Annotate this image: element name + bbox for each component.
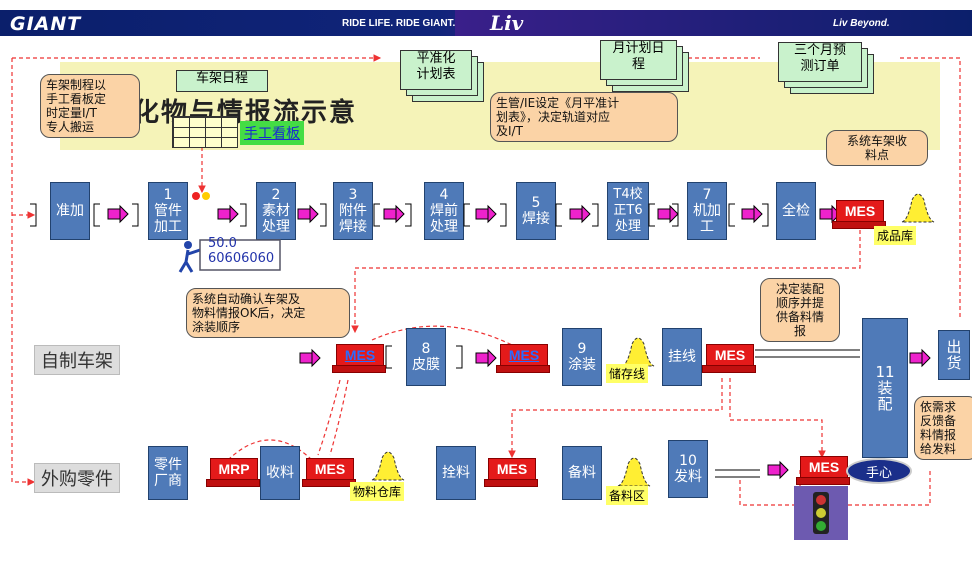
frame-schedule-doc: 车架日程 — [176, 70, 268, 92]
warehouse-label: 物料仓库 — [350, 482, 405, 501]
mes-base — [484, 479, 538, 487]
manual-kanban-link[interactable]: 手工看板 — [240, 121, 304, 145]
kanban-grid-icon — [172, 116, 238, 148]
storage-bell-icon — [621, 337, 655, 367]
process-prep: 备料 — [562, 446, 602, 500]
mes-tag-paint[interactable]: MES — [500, 344, 548, 366]
finished-bell-icon — [901, 193, 935, 223]
mes-base — [702, 365, 756, 373]
mes-tag-assembly: MES — [706, 344, 754, 366]
assembly-note-callout: 决定装配 顺序并提 供备料情 报 — [760, 278, 840, 342]
tagline: RIDE LIFE. RIDE GIANT. — [342, 18, 456, 29]
storage-line-label: 储存线 — [606, 364, 649, 383]
mes-base — [832, 221, 886, 229]
ie-note-callout: 生管/IE设定《月平准计 划表》，决定轨道对应 及I/T — [490, 92, 678, 142]
demand-note-callout: 依需求 反馈备 料情报 给发料 — [914, 396, 972, 460]
frame-note-callout: 车架制程以 手工看板定 时定量I/T 专人搬运 — [40, 74, 140, 138]
mes-tag-pick: MES — [488, 458, 536, 480]
prep-bell-icon — [617, 457, 651, 487]
process-11-assembly: 11 装 配 — [862, 318, 908, 458]
header-bar-right — [455, 10, 972, 36]
process-7-machining: 7 机加 工 — [687, 182, 727, 240]
self-frame-label: 自制车架 — [34, 345, 120, 375]
collect-note-callout: 系统车架收 料点 — [826, 130, 928, 166]
mes-tag-issue: MES — [800, 456, 848, 478]
mes-tag-finished: MES — [836, 200, 884, 222]
confirm-note-callout: 系统自动确认车架及 物料情报OK后，决定 涂装顺序 — [186, 288, 350, 338]
process-pre: 准加 — [50, 182, 90, 240]
process-3-weld-attach: 3 附件 焊接 — [333, 182, 373, 240]
mes-base — [206, 479, 260, 487]
process-pick: 拴料 — [436, 446, 476, 500]
process-2-material: 2 素材 处理 — [256, 182, 296, 240]
process-inspection: 全检 — [776, 182, 816, 240]
center-oval: 手心 — [846, 458, 912, 484]
finished-store-label: 成品库 — [874, 226, 917, 245]
liv-tagline: Liv Beyond. — [833, 18, 890, 29]
cart-counter: 50.0 60606060 — [208, 236, 275, 266]
mes-tag-sequence[interactable]: MES — [336, 344, 384, 366]
mes-tag-receive: MES — [306, 458, 354, 480]
process-9-paint: 9 涂装 — [562, 328, 602, 386]
monthly-plan-doc: 月计划日 程 — [600, 40, 677, 80]
process-1-tube: 1 管件 加工 — [148, 182, 188, 240]
process-receive: 收料 — [260, 446, 300, 500]
warehouse-bell-icon — [371, 451, 405, 481]
mes-base — [796, 477, 850, 485]
mes-base — [302, 479, 356, 487]
traffic-light-frame — [794, 486, 848, 540]
giant-logo: GIANT — [10, 13, 82, 35]
mrp-tag: MRP — [210, 458, 258, 480]
traffic-light-icon — [813, 492, 829, 534]
liv-logo: Liv — [490, 11, 524, 35]
process-supplier: 零件 厂商 — [148, 446, 188, 500]
forecast-doc: 三个月预 测订单 — [778, 42, 862, 82]
mes-base — [332, 365, 386, 373]
process-8-coat: 8 皮膜 — [406, 328, 446, 386]
mes-base — [496, 365, 550, 373]
purchased-label: 外购零件 — [34, 463, 120, 493]
level-plan-doc: 平准化 计划表 — [400, 50, 472, 90]
prep-area-label: 备料区 — [606, 486, 649, 505]
process-6-heat: T4校 正T6 处理 — [607, 182, 649, 240]
process-hang: 挂线 — [662, 328, 702, 386]
process-10-issue: 10 发料 — [668, 440, 708, 498]
process-ship: 出 货 — [938, 330, 970, 380]
